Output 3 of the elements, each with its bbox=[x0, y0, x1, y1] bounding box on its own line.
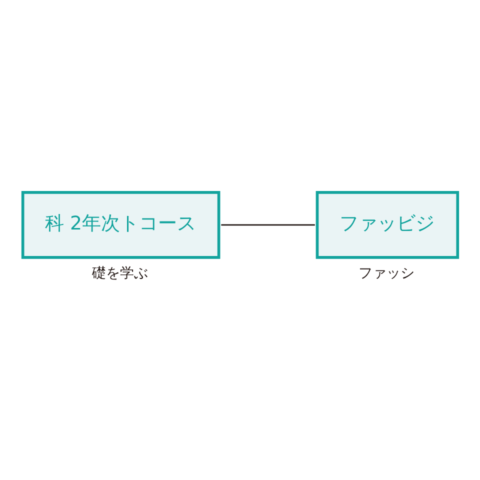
node-label: ファッシ bbox=[358, 266, 415, 282]
node-label: 礎を学ぶ bbox=[92, 266, 148, 282]
connector bbox=[221, 224, 315, 226]
